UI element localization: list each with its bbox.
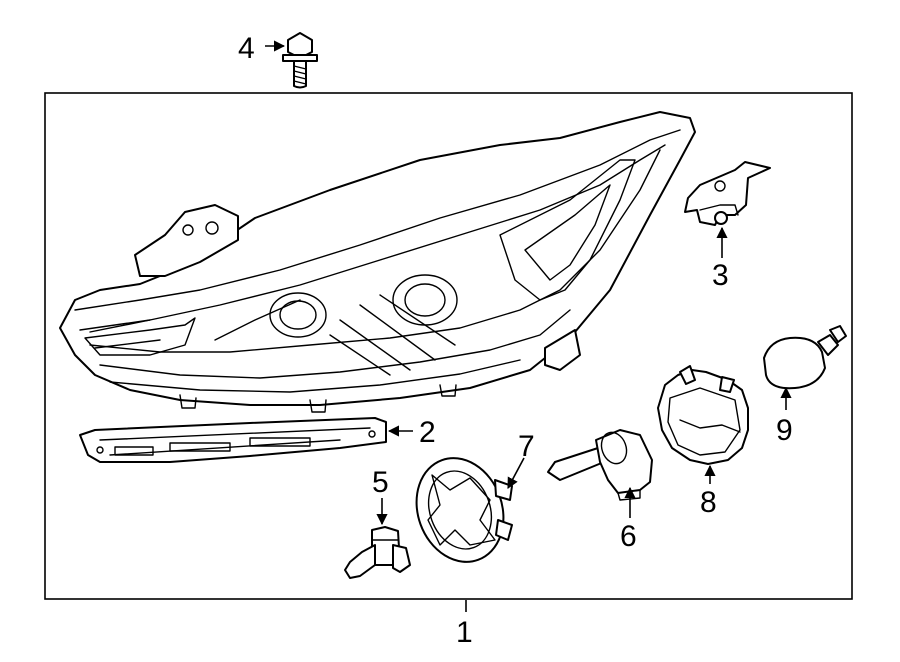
headlamp-housing-part[interactable] [59, 111, 696, 413]
small-bulb-part[interactable] [344, 526, 411, 579]
callout-9: 9 [776, 414, 793, 447]
callout-5: 5 [372, 466, 389, 499]
callout-8: 8 [700, 486, 717, 519]
callout-7: 7 [518, 430, 535, 463]
headlamp-bulb-part[interactable] [547, 429, 653, 501]
callout-6: 6 [620, 520, 637, 553]
mounting-bracket-part[interactable] [684, 161, 771, 226]
marker-bulb-part[interactable] [763, 325, 847, 390]
bolt-part[interactable] [282, 32, 318, 89]
assembly-frame [44, 92, 853, 600]
callout-leaders [265, 40, 792, 612]
callout-4: 4 [238, 32, 255, 65]
callout-1: 1 [456, 616, 473, 649]
bulb-socket-part[interactable] [402, 446, 517, 574]
socket-cover-part[interactable] [657, 365, 749, 465]
lower-strip-part[interactable] [79, 417, 387, 463]
callout-2: 2 [419, 416, 436, 449]
callout-3: 3 [712, 259, 729, 292]
